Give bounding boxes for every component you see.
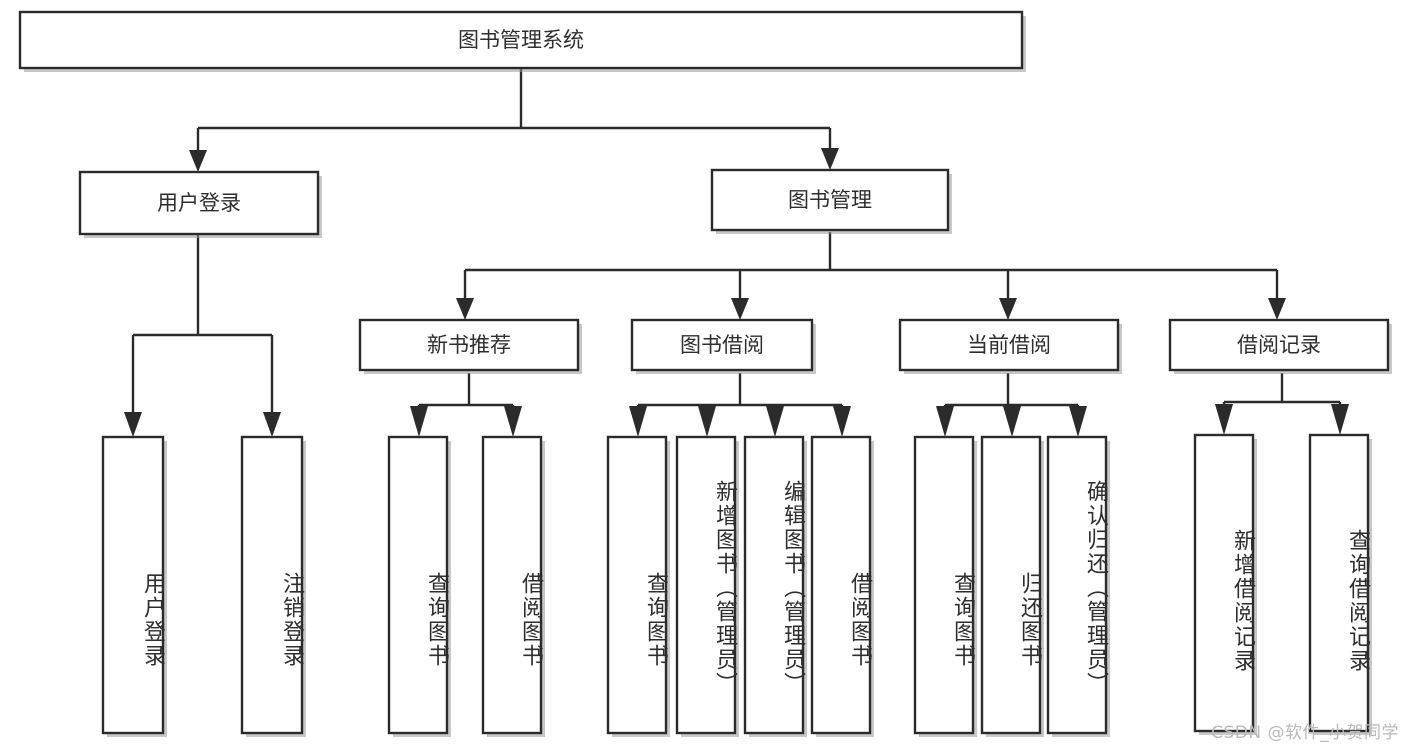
arrow-head-leaf-return-book <box>1003 406 1021 437</box>
node-leaf-query-book-3-box[interactable] <box>913 435 975 735</box>
node-leaf-query-record-box[interactable] <box>1308 433 1370 733</box>
node-root-box[interactable] <box>18 10 1024 70</box>
node-current-borrow[interactable]: 当前借阅 <box>898 318 1122 374</box>
arrow-head-new-book-recommend <box>456 298 474 320</box>
edge-group-root-to-level1 <box>189 68 839 172</box>
arrow-head-book-manage <box>821 148 839 170</box>
node-leaf-user-logout-box[interactable] <box>240 435 304 735</box>
node-leaf-confirm-return[interactable] <box>1046 435 1110 737</box>
arrow-head-leaf-confirm-return <box>1069 406 1087 437</box>
node-borrow-record[interactable]: 借阅记录 <box>1168 318 1392 374</box>
node-leaf-user-login-box[interactable] <box>101 435 165 735</box>
node-leaf-borrow-book-2[interactable] <box>810 435 874 737</box>
node-leaf-add-book-box[interactable] <box>675 435 737 735</box>
node-book-manage-label: 图书管理 <box>788 188 872 212</box>
arrow-head-leaf-edit-book <box>766 406 784 437</box>
node-leaf-confirm-return-box[interactable] <box>1046 435 1108 735</box>
node-leaf-return-book[interactable] <box>980 435 1044 737</box>
node-new-book-recommend[interactable]: 新书推荐 <box>358 318 582 374</box>
node-leaf-borrow-book-2-box[interactable] <box>810 435 872 735</box>
node-current-borrow-box[interactable] <box>898 318 1120 372</box>
node-leaf-query-book-3[interactable] <box>913 435 977 737</box>
node-new-book-recommend-box[interactable] <box>358 318 580 372</box>
node-leaf-edit-book-box[interactable] <box>743 435 805 735</box>
node-user-login-label: 用户登录 <box>157 191 241 215</box>
node-book-manage-box[interactable] <box>710 168 950 232</box>
watermark-text: CSDN @软件_小贺同学 <box>1211 723 1399 743</box>
node-book-borrow-label: 图书借阅 <box>680 333 764 357</box>
node-leaf-borrow-book-1[interactable] <box>481 435 545 737</box>
arrow-head-leaf-user-login <box>124 412 142 437</box>
node-leaf-query-book-1-box[interactable] <box>387 435 449 735</box>
edge-group-user-login-to-leaves <box>124 235 281 437</box>
node-leaf-user-login[interactable] <box>101 435 167 737</box>
arrow-head-leaf-user-logout <box>263 412 281 437</box>
node-leaf-add-record[interactable] <box>1193 433 1257 735</box>
node-current-borrow-label: 当前借阅 <box>967 333 1051 357</box>
arrow-head-book-borrow <box>731 298 749 320</box>
node-leaf-edit-book[interactable] <box>743 435 807 737</box>
arrow-head-leaf-borrow-book-1 <box>504 406 522 437</box>
node-user-login[interactable]: 用户登录 <box>78 170 322 238</box>
edge-group-borrow-record-to-leaves <box>1215 373 1349 435</box>
arrow-head-leaf-query-book-1 <box>410 406 428 437</box>
node-user-login-box[interactable] <box>78 170 320 236</box>
node-leaf-query-book-2-box[interactable] <box>606 435 668 735</box>
arrow-head-leaf-borrow-book-2 <box>833 406 851 437</box>
arrow-head-borrow-record <box>1268 298 1286 320</box>
node-book-borrow[interactable]: 图书借阅 <box>630 318 816 374</box>
node-new-book-recommend-label: 新书推荐 <box>427 333 511 357</box>
node-leaf-add-book[interactable] <box>675 435 739 737</box>
node-book-manage[interactable]: 图书管理 <box>710 168 952 234</box>
node-borrow-record-box[interactable] <box>1168 318 1390 372</box>
node-leaf-query-record[interactable] <box>1308 433 1372 735</box>
arrow-head-user-login <box>189 150 207 172</box>
node-leaf-user-logout[interactable] <box>240 435 306 737</box>
arrow-head-leaf-add-book <box>698 406 716 437</box>
arrow-head-leaf-query-book-3 <box>936 406 954 437</box>
edge-group-book-manage-to-level2 <box>456 232 1286 320</box>
edge-group-book-borrow-to-leaves <box>629 373 851 437</box>
arrow-head-current-borrow <box>999 298 1017 320</box>
node-root[interactable]: 图书管理系统 <box>18 10 1026 72</box>
node-leaf-return-book-box[interactable] <box>980 435 1042 735</box>
arrow-head-leaf-query-book-2 <box>629 406 647 437</box>
node-root-label: 图书管理系统 <box>458 28 584 52</box>
arrow-head-leaf-add-record <box>1215 404 1233 435</box>
node-leaf-add-record-box[interactable] <box>1193 433 1255 733</box>
node-leaf-borrow-book-1-box[interactable] <box>481 435 543 735</box>
edge-group-new-book-to-leaves <box>410 373 522 437</box>
arrow-head-leaf-query-record <box>1331 404 1349 435</box>
node-book-borrow-box[interactable] <box>630 318 814 372</box>
edge-group-current-borrow-to-leaves <box>936 373 1087 437</box>
node-leaf-query-book-2[interactable] <box>606 435 670 737</box>
node-leaf-query-book-1[interactable] <box>387 435 451 737</box>
node-borrow-record-label: 借阅记录 <box>1237 333 1321 357</box>
